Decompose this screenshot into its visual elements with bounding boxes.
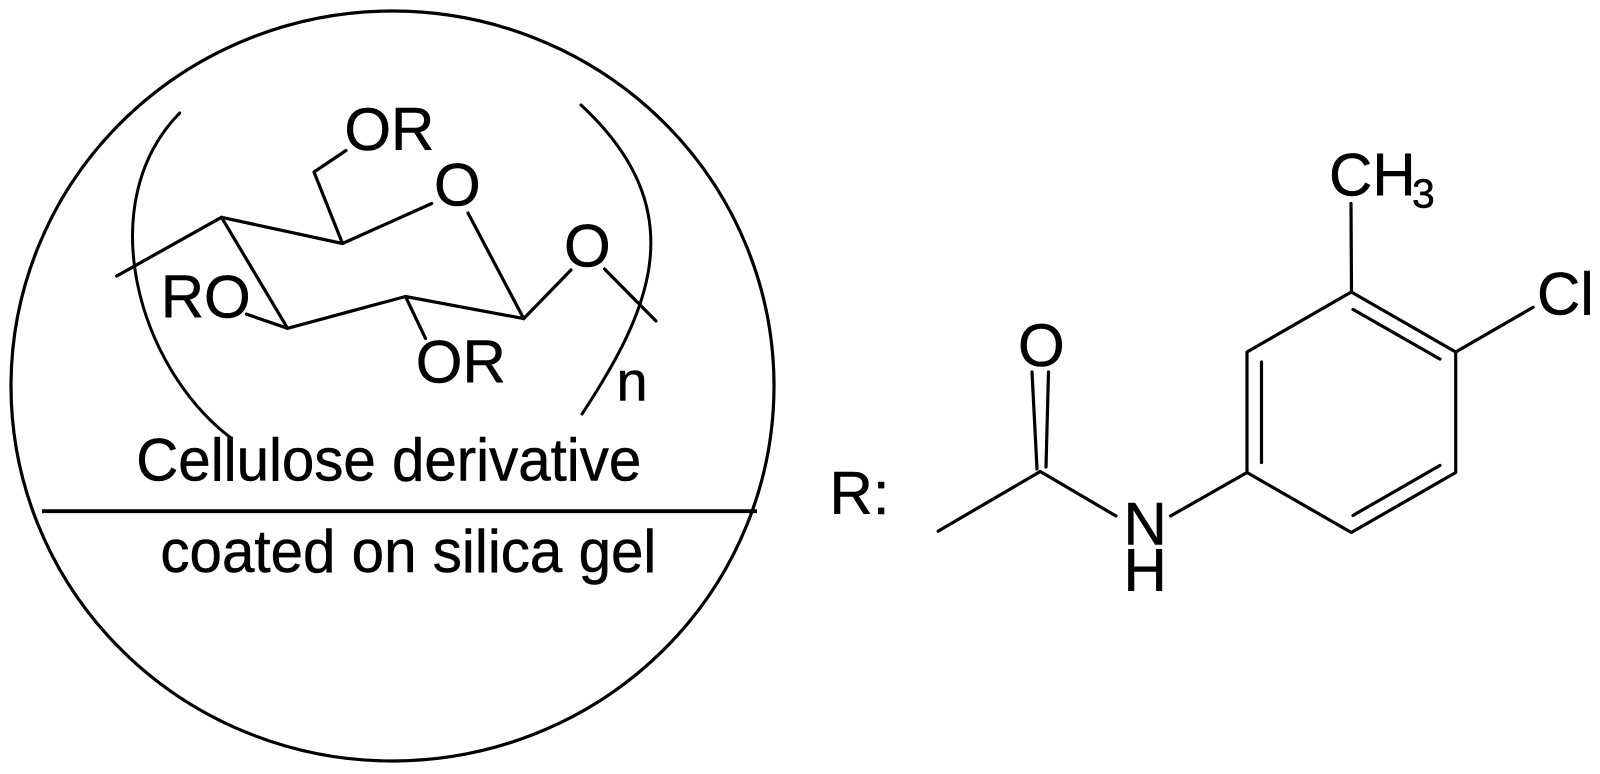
svg-text:N: N — [1124, 491, 1167, 558]
svg-text:Cellulose derivative: Cellulose derivative — [136, 427, 641, 494]
svg-text:Cl: Cl — [1537, 260, 1594, 327]
svg-text:OR: OR — [344, 96, 434, 163]
svg-text:R:: R: — [830, 460, 890, 527]
svg-text:n: n — [617, 350, 648, 413]
svg-text:H: H — [1124, 537, 1167, 604]
svg-text:RO: RO — [161, 264, 251, 331]
svg-text:O: O — [1018, 312, 1065, 379]
svg-text:OR: OR — [416, 329, 506, 396]
svg-text:3: 3 — [1412, 171, 1435, 217]
svg-text:coated on silica gel: coated on silica gel — [160, 518, 656, 585]
svg-text:O: O — [434, 152, 481, 219]
svg-text:O: O — [564, 213, 611, 280]
svg-text:CH: CH — [1329, 142, 1416, 209]
